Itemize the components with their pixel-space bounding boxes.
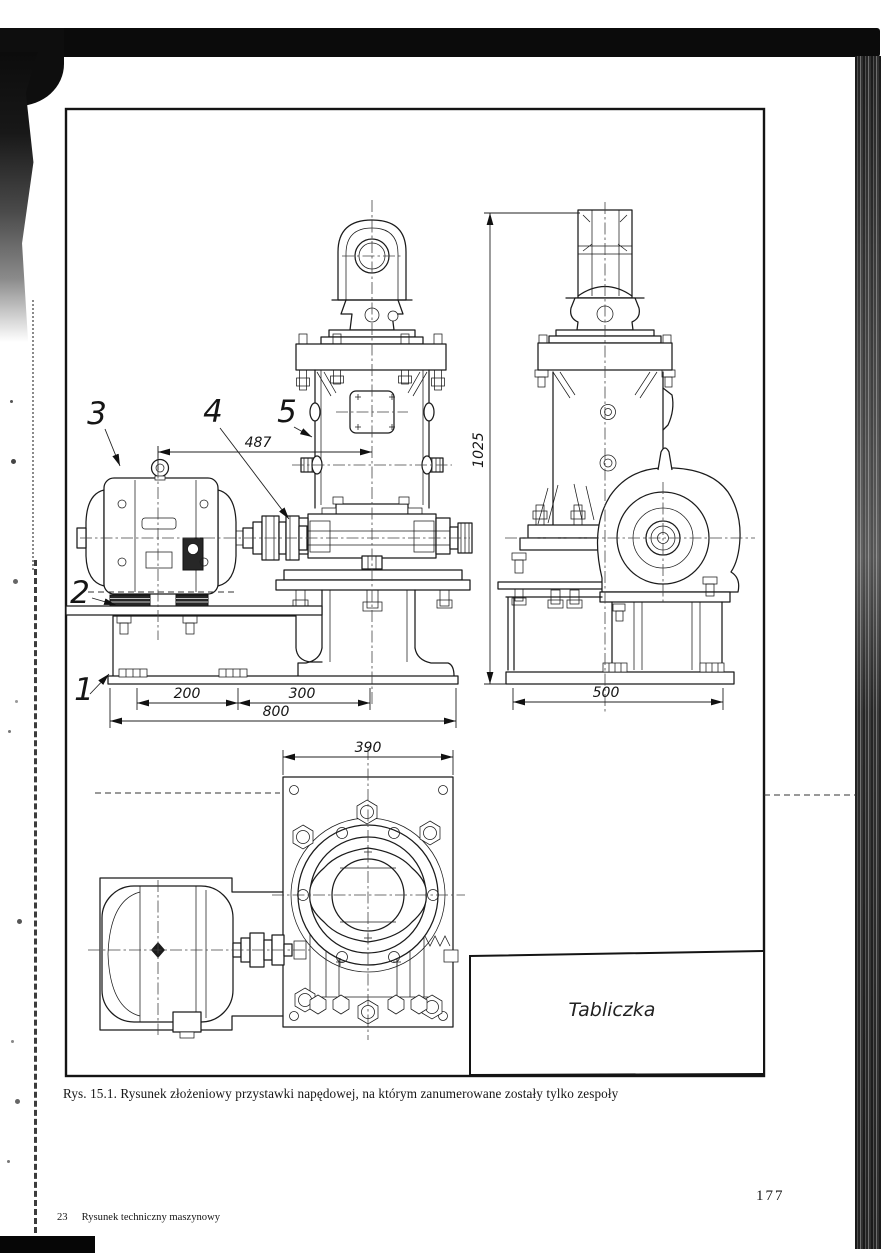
footer: 23 Rysunek techniczny maszynowy	[57, 1212, 220, 1223]
electric-motor	[65, 458, 323, 635]
figure-caption: Rys. 15.1. Rysunek złożeniowy przystawki…	[63, 1086, 619, 1101]
dim-label-300: 300	[289, 686, 316, 702]
title-block-label: Tabliczka	[569, 999, 656, 1021]
dim-label-800: 800	[263, 704, 290, 720]
part-callouts: 3 4 5 2 1	[70, 394, 313, 708]
dim-487: 487	[157, 435, 372, 470]
part-label-4: 4	[203, 394, 223, 430]
dim-label-200: 200	[174, 686, 201, 702]
pedestal-base	[107, 589, 459, 685]
dim-label-390: 390	[355, 740, 382, 756]
dim-1025: 1025	[471, 212, 580, 685]
title-block: Tabliczka	[469, 949, 765, 1077]
scan-bottom-black-strip	[0, 1236, 95, 1253]
side-view	[497, 202, 755, 712]
part-label-1: 1	[74, 672, 94, 708]
scan-top-black-bar	[8, 28, 880, 57]
dim-label-487: 487	[245, 435, 272, 451]
part-label-5: 5	[277, 394, 297, 430]
plan-view	[88, 748, 465, 1040]
motor-end-view	[596, 447, 741, 622]
dimensions: 487 1025 200 300 800	[109, 212, 724, 775]
part-label-3: 3	[87, 396, 107, 432]
dim-label-500: 500	[593, 685, 620, 701]
dim-200-300-800: 200 300 800	[109, 686, 457, 728]
page-number: 177	[756, 1188, 785, 1204]
front-view	[65, 200, 473, 705]
spine-dashed-edge	[34, 560, 37, 1242]
scan-right-edge-band	[855, 56, 881, 1249]
dim-390: 390	[282, 740, 454, 775]
eyebolt	[150, 458, 170, 478]
side-base	[505, 596, 735, 685]
footer-series-title: Rysunek techniczny maszynowy	[81, 1212, 221, 1223]
drawing-frame	[64, 107, 766, 1078]
shim-pack	[109, 594, 151, 607]
dim-500: 500	[512, 685, 724, 710]
plan-motor	[99, 877, 284, 1039]
dim-label-1025: 1025	[471, 432, 487, 468]
shim-pack	[175, 594, 209, 607]
part-label-2: 2	[70, 575, 90, 611]
scan-speckles	[10, 400, 13, 403]
spine-dotted-edge	[32, 300, 34, 570]
footer-sheet-number: 23	[57, 1212, 68, 1223]
